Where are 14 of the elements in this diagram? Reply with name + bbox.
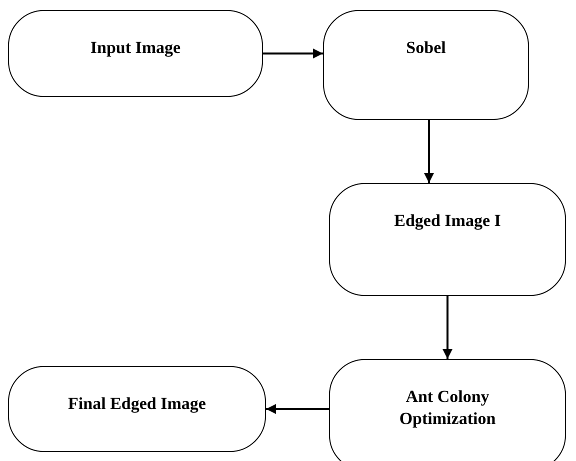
process-box	[8, 366, 266, 452]
arrow	[266, 404, 329, 414]
box-label: Sobel	[406, 37, 446, 59]
process-box	[8, 10, 263, 97]
process-box	[323, 10, 529, 120]
box-label: Final Edged Image	[68, 393, 206, 415]
box-label: Ant Colony Optimization	[398, 386, 497, 430]
box-label: Edged Image I	[394, 210, 501, 232]
box-label: Input Image	[90, 37, 181, 59]
process-box	[329, 183, 566, 296]
arrow	[442, 296, 452, 359]
arrow	[424, 120, 434, 183]
arrow	[263, 48, 323, 58]
process-box	[329, 359, 566, 461]
